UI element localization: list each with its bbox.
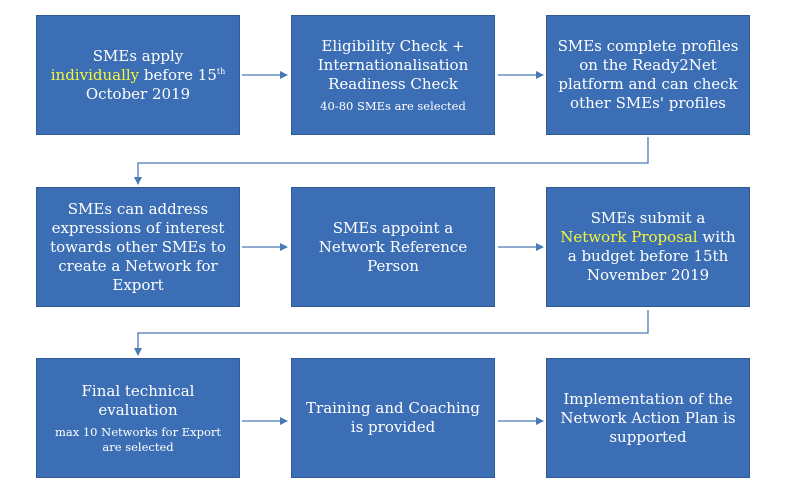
step-evaluation-subtext: max 10 Networks for Export are selected [54,424,222,454]
step-proposal-box: SMEs submit a Network Proposal with a bu… [546,187,750,307]
step-implementation-box: Implementation of the Network Action Pla… [546,358,750,478]
step-appoint-text: SMEs appoint a Network Reference Person [318,218,468,275]
step-profiles-box: SMEs complete profiles on the Ready2Net … [546,15,750,135]
step-training-text: Training and Coaching is provided [306,399,480,436]
step-evaluation-text: Final technical evaluation [81,381,195,419]
arrow-3-4 [134,137,649,185]
step-eligibility-text: Eligibility Check + Internationalisation… [317,36,469,93]
step-proposal-text: SMEs submit a Network Proposal with a bu… [560,209,736,284]
step-eligibility-subtext: 40-80 SMEs are selected [320,98,466,113]
arrow-6-7 [134,310,649,356]
step-implementation-text: Implementation of the Network Action Pla… [560,389,736,446]
step-interest-box: SMEs can address expressions of interest… [36,187,240,307]
step-appoint-box: SMEs appoint a Network Reference Person [291,187,495,307]
step-training-box: Training and Coaching is provided [291,358,495,478]
step-interest-text: SMEs can address expressions of interest… [50,199,226,294]
step-apply-highlight: individually [50,65,140,84]
step-eligibility-box: Eligibility Check + Internationalisation… [291,15,495,135]
step-proposal-highlight: Network Proposal [560,228,698,246]
step-profiles-text: SMEs complete profiles on the Ready2Net … [557,37,739,112]
step-evaluation-box: Final technical evaluation max 10 Networ… [36,358,240,478]
